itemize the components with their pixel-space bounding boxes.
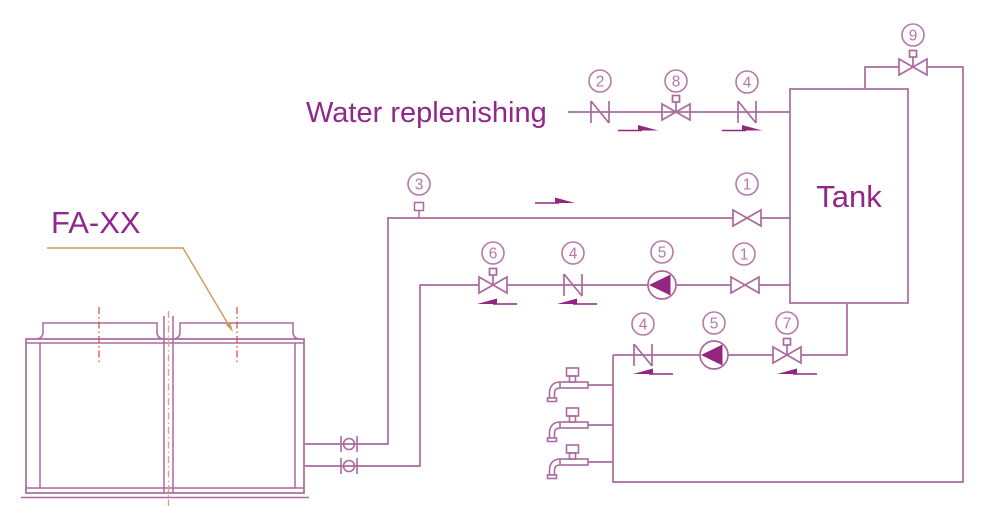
tag-5-recirc: 5 <box>702 311 726 335</box>
svg-text:9: 9 <box>909 27 918 44</box>
svg-text:8: 8 <box>672 73 681 90</box>
flow-arrow-left <box>556 297 598 305</box>
tag-6: 6 <box>481 241 505 265</box>
svg-text:6: 6 <box>489 245 498 262</box>
svg-text:1: 1 <box>740 246 749 263</box>
tag-4-return: 4 <box>561 241 585 265</box>
tank-label: Tank <box>816 179 882 214</box>
unit-fan-cap-left <box>36 322 164 340</box>
stem-valve-8 <box>661 94 691 121</box>
unit-tag-label: FA-XX <box>51 205 141 240</box>
pipe-recirculation-supply <box>613 303 848 356</box>
flow-arrow-left <box>476 297 518 305</box>
svg-text:1: 1 <box>743 176 752 193</box>
gate-valve-1-return <box>730 276 760 294</box>
unit-body-outline <box>25 338 305 494</box>
svg-text:4: 4 <box>569 245 578 262</box>
gate-valve-1-supply <box>732 209 762 227</box>
stem-valve-7 <box>772 337 802 364</box>
leader-line <box>47 247 232 330</box>
instrument-tap-3 <box>413 201 425 219</box>
pipe-faucet-branches <box>588 384 613 463</box>
tag-3: 3 <box>407 172 431 196</box>
faucet-1 <box>546 367 589 403</box>
stem-valve-9 <box>898 49 928 76</box>
pipe-return-from-tank <box>304 284 790 467</box>
tag-2: 2 <box>588 69 612 93</box>
pipe-supply-to-tank <box>304 217 790 445</box>
tag-8: 8 <box>664 69 688 93</box>
stem-valve-6 <box>478 267 508 294</box>
svg-text:2: 2 <box>596 73 605 90</box>
pipes <box>304 66 964 483</box>
svg-text:4: 4 <box>639 316 648 333</box>
svg-text:7: 7 <box>783 315 792 332</box>
faucet-3 <box>546 444 589 480</box>
tag-7: 7 <box>775 311 799 335</box>
svg-text:5: 5 <box>710 315 719 332</box>
unit-inner-lines <box>21 342 309 499</box>
flow-arrows <box>476 124 818 375</box>
pump-5-recirc <box>699 340 729 370</box>
tag-4-replenish: 4 <box>735 70 759 94</box>
water-replenishing-label: Water replenishing <box>306 97 547 129</box>
pipe-recirculation-loop <box>612 66 964 483</box>
svg-text:4: 4 <box>743 74 752 91</box>
tag-4-recirc: 4 <box>631 312 655 336</box>
flow-arrow-left <box>776 367 818 375</box>
faucet-2 <box>546 407 589 443</box>
flow-arrow-right <box>721 124 763 132</box>
tag-circles: 2 8 4 9 3 1 6 4 5 1 4 5 <box>407 23 925 336</box>
heat-pump-unit <box>21 307 309 506</box>
tag-5-return: 5 <box>650 240 674 264</box>
unit-divider <box>163 316 174 493</box>
leader-arrowhead <box>225 322 233 332</box>
flow-arrow-left <box>632 367 674 375</box>
tag-1-supply: 1 <box>735 172 759 196</box>
flow-arrow-right <box>617 124 659 132</box>
svg-text:3: 3 <box>415 176 424 193</box>
svg-text:5: 5 <box>658 244 667 261</box>
tag-9: 9 <box>901 23 925 47</box>
flow-arrow-right <box>534 196 576 204</box>
pump-5-return <box>647 270 677 300</box>
tank-body <box>789 88 909 304</box>
unit-callout: FA-XX <box>47 205 233 332</box>
tank: Tank <box>789 88 909 304</box>
tag-1-return: 1 <box>732 242 756 266</box>
